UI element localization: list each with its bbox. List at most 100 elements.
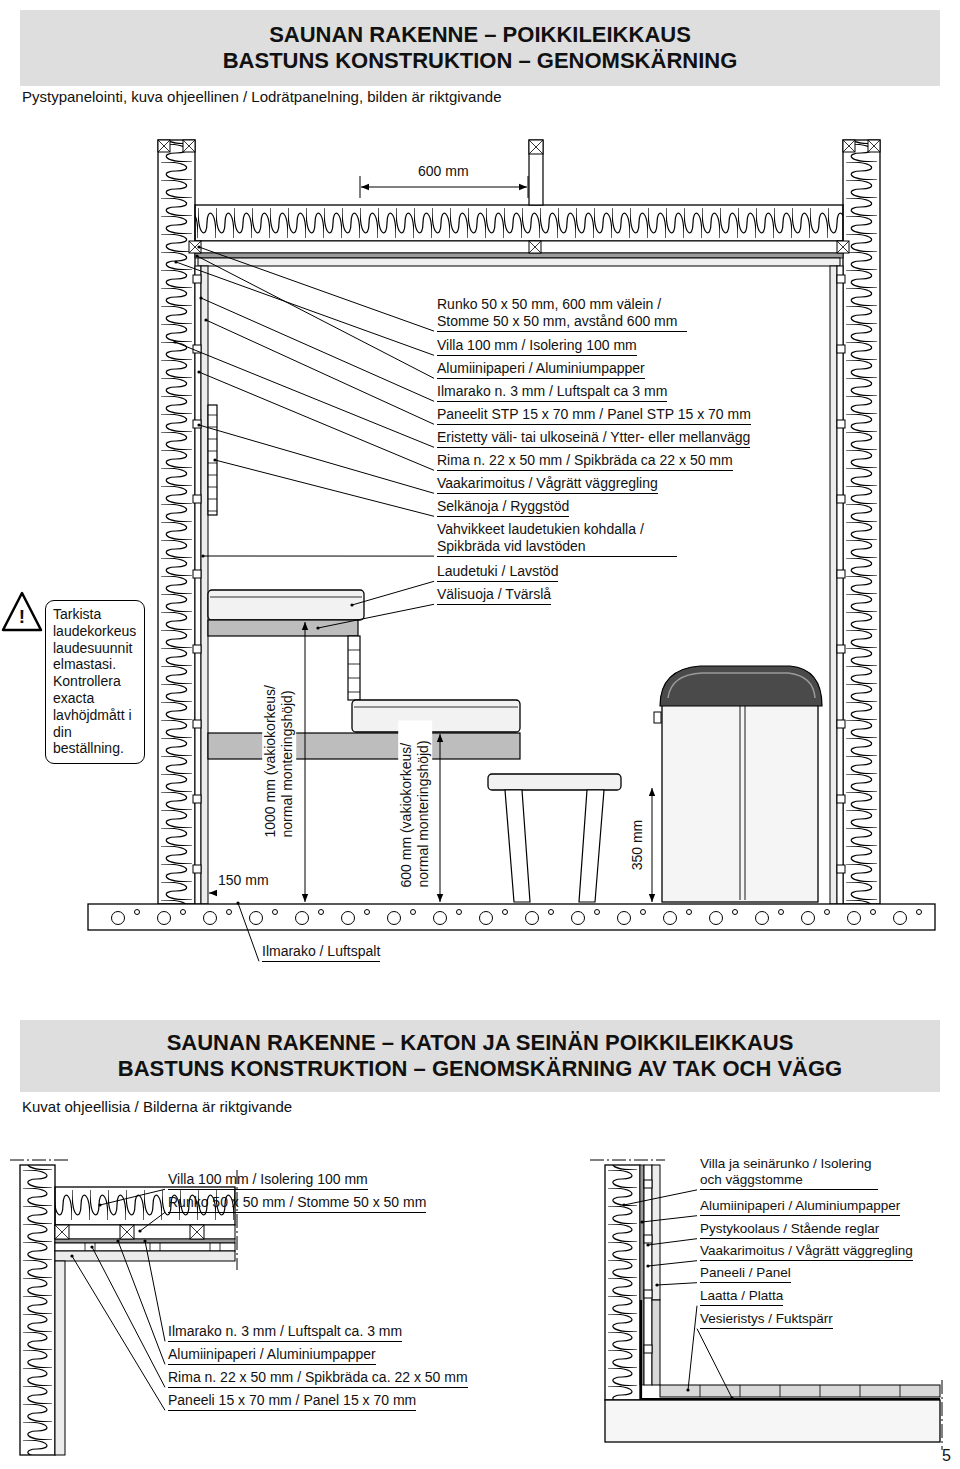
floor-aggregate — [825, 910, 830, 915]
backrest-slat — [208, 439, 217, 440]
leader-line — [697, 1329, 732, 1398]
frame-stud-cross — [55, 1225, 69, 1239]
leader-dot — [686, 1388, 689, 1391]
floor-aggregate — [250, 912, 263, 925]
floor-aggregate — [526, 912, 539, 925]
callout-label: Vaakarimoitus / Vågrätt väggregling — [437, 475, 658, 494]
horizontal-batten — [644, 1345, 652, 1353]
leader-line — [140, 1212, 165, 1231]
heater-knob — [654, 712, 661, 723]
dimension-label: 150 mm — [218, 872, 269, 889]
leader-dot — [116, 1239, 119, 1242]
callout-label: Paneelit STP 15 x 70 mm / Panel STP 15 x… — [437, 406, 751, 425]
leader-dot — [173, 340, 176, 343]
dimension-line — [305, 622, 306, 902]
horizontal-batten — [837, 345, 845, 353]
floor-aggregate — [388, 912, 401, 925]
leader-dot — [90, 1245, 93, 1248]
leader-line — [176, 262, 434, 355]
callout-label: Alumiinipaperi / Aluminiumpapper — [700, 1198, 900, 1216]
floor-aggregate — [756, 912, 769, 925]
dimension-line — [361, 187, 527, 188]
leader-line — [657, 1283, 697, 1285]
tile-joints — [700, 1385, 900, 1397]
caption-note: Pystypanelointi, kuva ohjeellinen / Lodr… — [22, 88, 501, 106]
dimension-extension — [360, 176, 528, 198]
step-board — [208, 733, 520, 759]
frame-stud-box — [529, 241, 541, 253]
leader-line — [118, 1241, 165, 1364]
bench-support — [208, 620, 358, 636]
callout-label: Selkänoja / Ryggstöd — [437, 498, 569, 517]
horizontal-batten — [837, 420, 845, 428]
batten-blocks — [85, 1243, 220, 1251]
leader-line — [215, 460, 434, 516]
callout-label: Vahvikkeet laudetukien kohdalla / Spikbr… — [437, 521, 677, 557]
wall-batten — [195, 266, 201, 904]
generated-detail — [55, 140, 922, 1353]
ceiling-stud — [529, 140, 543, 205]
frame-stud — [120, 1225, 134, 1239]
floor-aggregate — [503, 910, 508, 915]
horizontal-batten — [193, 645, 201, 653]
floor-aggregate — [595, 910, 600, 915]
horizontal-batten — [193, 865, 201, 873]
leader-dot — [316, 626, 319, 629]
upper-bench-seat — [208, 590, 364, 620]
frame-stud — [55, 1225, 69, 1239]
floor-aggregate — [572, 912, 585, 925]
leader-dot — [204, 318, 207, 321]
dimension-label: 600 mm — [418, 163, 469, 180]
frame-stud-box — [843, 140, 855, 152]
backrest-slat — [208, 499, 217, 500]
frame-stud-cross — [837, 241, 849, 253]
horizontal-batten — [837, 795, 845, 803]
leader-dot — [199, 296, 202, 299]
frame-stud-cross — [120, 1225, 134, 1239]
floor-aggregate — [779, 910, 784, 915]
leader-dot — [197, 370, 200, 373]
cut-line — [590, 1160, 665, 1161]
frame-stud — [868, 140, 880, 152]
callout-label: Ilmarako / Luftspalt — [262, 943, 380, 962]
leader-line — [197, 256, 434, 378]
cut-line — [10, 1160, 70, 1161]
horizontal-batten — [193, 720, 201, 728]
floor-aggregate — [848, 912, 861, 925]
callout-label: Pystykoolaus / Stående reglar — [700, 1221, 879, 1239]
leader-dot — [622, 1203, 625, 1206]
frame-stud-box — [55, 1225, 69, 1239]
floor-aggregate — [342, 912, 355, 925]
callout-label: Rima n. 22 x 50 mm / Spikbräda ca 22 x 5… — [437, 452, 733, 471]
floor-aggregate — [549, 910, 554, 915]
leader-line — [642, 1216, 697, 1222]
horizontal-batten — [837, 495, 845, 503]
frame-stud — [529, 241, 541, 253]
frame-stud — [529, 140, 543, 154]
floor-aggregate — [618, 912, 631, 925]
leader-line — [624, 1190, 697, 1205]
callout-label: Villa 100 mm / Isolering 100 mm — [168, 1171, 368, 1190]
callout-label: Eristetty väli- tai ulkoseinä / Ytter- e… — [437, 429, 750, 448]
floor-aggregate — [687, 910, 692, 915]
horizontal-batten — [837, 570, 845, 578]
leader-line — [688, 1306, 697, 1390]
bench-edge-line — [210, 597, 362, 598]
floor-slab — [88, 904, 935, 930]
leader-line — [352, 581, 434, 605]
floor-aggregate — [917, 910, 922, 915]
callout-label: Ilmarako n. 3 mm / Luftspalt ca 3 mm — [437, 383, 667, 402]
leader-line — [648, 1261, 697, 1266]
leader-line — [100, 1189, 165, 1205]
warning-note-box: Tarkista laudekorkeus laudesuunnitelmast… — [45, 600, 145, 764]
ceiling-panel — [198, 258, 840, 266]
callout-label: Välisuoja / Tvärslå — [437, 586, 551, 605]
leader-line — [648, 1239, 697, 1245]
frame-stud-cross — [529, 140, 543, 154]
leader-dot — [143, 1239, 146, 1242]
ceiling-batten — [55, 1243, 235, 1251]
floor-aggregate — [894, 912, 907, 925]
horizontal-batten — [644, 1290, 652, 1298]
floor-aggregate — [480, 912, 493, 925]
